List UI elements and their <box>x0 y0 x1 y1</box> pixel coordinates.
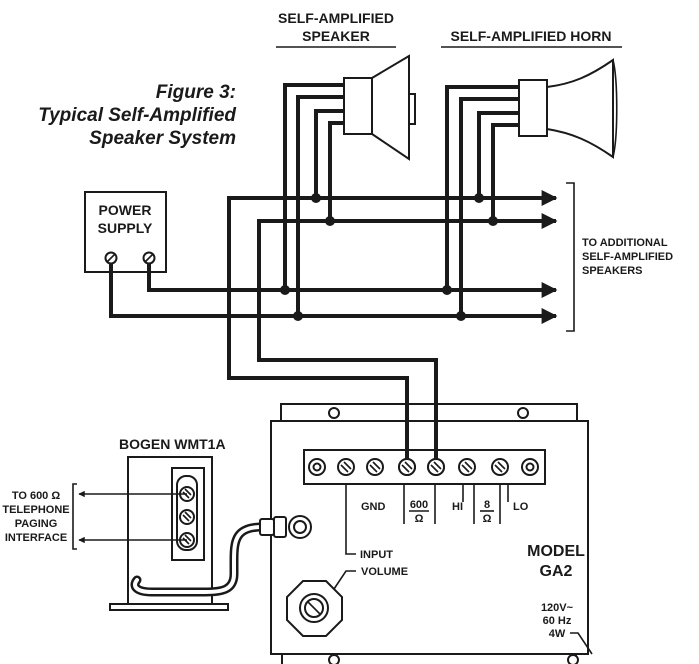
additional-speakers-line-2: SELF-AMPLIFIED <box>582 251 673 263</box>
wmt1a-terminal-2-icon <box>179 509 195 525</box>
telephone-label-line-4: INTERFACE <box>5 532 67 544</box>
volume-knob-icon[interactable] <box>286 580 343 637</box>
input-label: INPUT <box>360 549 393 561</box>
hi-leader-line <box>462 484 475 524</box>
terminal-8-icon <box>521 458 539 476</box>
ga2-amplifier: GND 600 Ω HI 8 Ω LO INPUT VOLUME MODEL G… <box>270 403 593 664</box>
feed-wire-1 <box>229 376 409 467</box>
bus-wires <box>109 190 558 380</box>
power-rating-line-3: 4W <box>549 628 566 640</box>
terminal-1-icon <box>308 458 326 476</box>
power-terminal-left-icon <box>104 251 118 265</box>
additional-speakers-bracket <box>566 182 575 332</box>
horn-label: SELF-AMPLIFIED HORN <box>451 28 612 44</box>
terminal-label-600: 600 <box>410 499 428 511</box>
model-label-line-2: GA2 <box>540 563 573 580</box>
telephone-label-line-2: TELEPHONE <box>2 504 69 516</box>
terminal-label-8: 8 <box>484 499 490 511</box>
amplifier-top-flange <box>280 403 578 421</box>
wmt1a-transformer <box>109 456 229 611</box>
power-rating-line-2: 60 Hz <box>543 615 572 627</box>
terminal-7-icon <box>491 458 509 476</box>
power-supply-label-line-2: SUPPLY <box>98 220 153 236</box>
terminal-label-8-unit: Ω <box>483 513 492 525</box>
terminal-label-gnd: GND <box>361 501 386 513</box>
volume-label: VOLUME <box>361 566 408 578</box>
additional-speakers-line-1: TO ADDITIONAL <box>582 237 668 249</box>
self-amplified-horn-icon <box>518 58 618 159</box>
wmt1a-title: BOGEN WMT1A <box>119 436 226 452</box>
junction-dots <box>280 193 498 321</box>
input-leader-line <box>345 484 356 555</box>
power-supply-box: POWER SUPPLY <box>84 191 167 273</box>
telephone-label-line-1: TO 600 Ω <box>12 490 61 502</box>
volume-leader-line <box>333 570 356 590</box>
power-rating-line-1: 120V~ <box>541 602 574 614</box>
power-bus-negative <box>109 264 558 324</box>
telephone-label-line-3: PAGING <box>15 518 58 530</box>
additional-speakers-line-3: SPEAKERS <box>582 265 643 277</box>
input-cable <box>130 522 267 597</box>
bracket-600-ohm <box>403 484 436 524</box>
speaker-label-line-2: SPEAKER <box>302 28 370 44</box>
figure-title-line-2: Typical Self-Amplified <box>38 105 236 126</box>
terminal-label-hi: HI <box>452 501 463 513</box>
input-jack-icon[interactable] <box>259 515 312 539</box>
telephone-wires <box>72 483 187 550</box>
power-supply-label-line-1: POWER <box>99 202 152 218</box>
figure-title-line-3: Speaker System <box>89 128 236 149</box>
power-cord-leader <box>570 632 593 655</box>
lo-leader-line <box>499 484 509 524</box>
terminal-2-icon <box>337 458 355 476</box>
speaker-label-line-1: SELF-AMPLIFIED <box>278 10 394 26</box>
speaker-drops <box>283 83 344 316</box>
feed-wire-2 <box>259 358 438 467</box>
terminal-6-icon <box>458 458 476 476</box>
model-label-line-1: MODEL <box>527 543 585 560</box>
amplifier-bottom-flange <box>281 654 577 664</box>
figure-title-line-1: Figure 3: <box>156 82 236 103</box>
self-amplified-speaker-icon <box>343 54 416 161</box>
power-terminal-right-icon <box>142 251 156 265</box>
horn-drops <box>445 85 519 316</box>
terminal-label-lo: LO <box>513 501 529 513</box>
figure-caption: Figure 3: Typical Self-Amplified Speaker… <box>38 82 236 149</box>
power-bus-positive <box>147 264 558 298</box>
terminal-3-icon <box>366 458 384 476</box>
terminal-label-600-unit: Ω <box>415 513 424 525</box>
amplifier-feed-wires <box>229 358 445 476</box>
